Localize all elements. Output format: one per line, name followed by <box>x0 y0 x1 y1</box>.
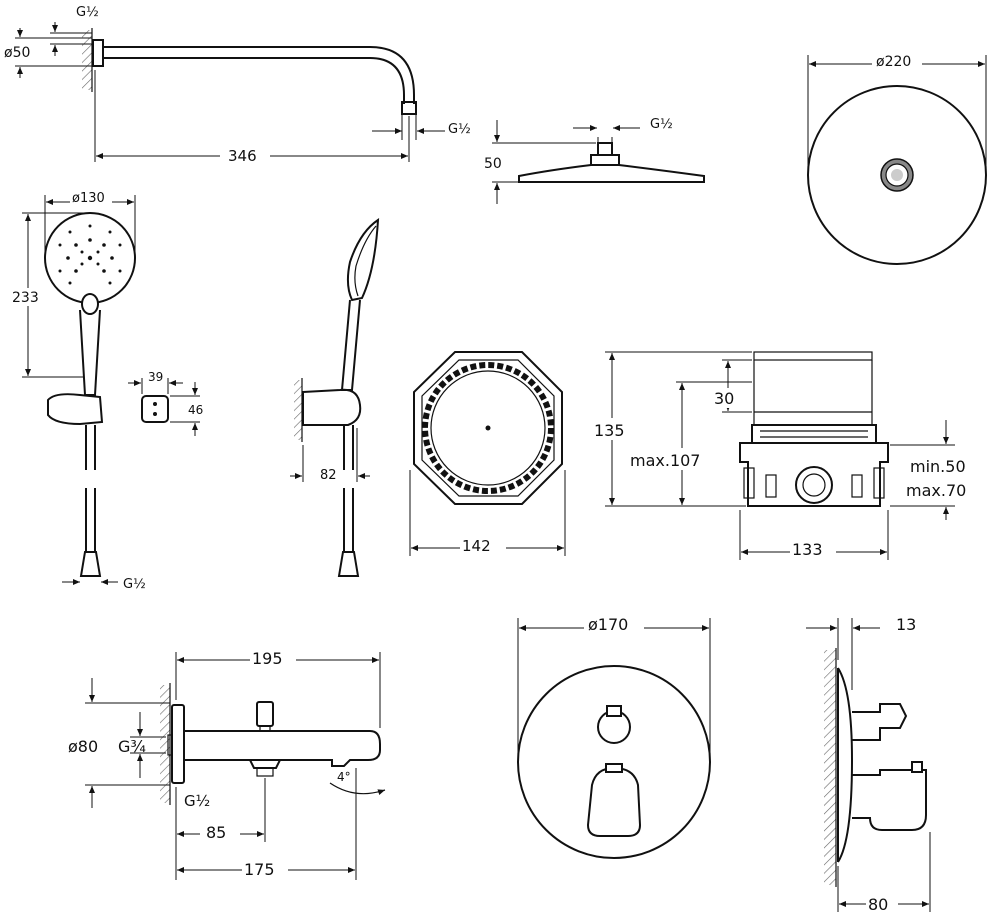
mounting-frame-drawing: 142 <box>409 351 566 556</box>
hand-shower-handle <box>79 309 101 396</box>
spout-175-label: 175 <box>244 860 275 879</box>
holder-depth-label: 82 <box>320 468 337 483</box>
bath-spout-drawing: 4° 195 ø80 G¾ G½ 85 175 <box>68 648 386 880</box>
head-thread-label: G½ <box>650 117 673 132</box>
mixer-80-label: 80 <box>868 895 888 914</box>
mounting-frame-outer <box>413 351 563 505</box>
mixer-dia-label: ø170 <box>588 615 628 634</box>
mixer-rosette <box>517 665 711 859</box>
diverter-knob <box>256 701 274 727</box>
flow-knob-side <box>852 703 908 741</box>
wall-holder-side <box>302 388 362 426</box>
hand-length-label: 233 <box>12 290 39 306</box>
head-shower-profile <box>518 164 705 183</box>
bath-spout <box>184 730 381 767</box>
arm-dia-label: ø50 <box>4 45 30 61</box>
spout-85-label: 85 <box>206 823 226 842</box>
hand-dia-label: ø130 <box>72 191 105 206</box>
spout-length-label: 195 <box>252 649 283 668</box>
spout-dia-label: ø80 <box>68 737 98 756</box>
spout-rosette <box>171 704 185 784</box>
mixer-front-drawing: ø170 <box>517 614 711 859</box>
spout-thread-label: G¾ <box>118 737 146 756</box>
mounting-frame-ring <box>422 362 554 494</box>
box-max107-label: max.107 <box>630 451 700 470</box>
mixer-13-label: 13 <box>896 615 916 634</box>
mixer-side-drawing: 13 80 <box>806 615 931 914</box>
mixer-side-rosette <box>837 667 854 863</box>
arm-length-label: 346 <box>228 147 257 165</box>
hand-shower-side-handle <box>340 299 361 391</box>
holder-block <box>141 395 169 423</box>
shower-arm-drawing: G½ ø50 G½ 346 <box>4 5 471 165</box>
holder-height-label: 46 <box>188 403 203 417</box>
installation-box-body <box>739 442 889 507</box>
spout-g12-label: G½ <box>184 792 210 810</box>
head-shower-side-drawing: G½ 50 <box>484 117 705 204</box>
shower-arm <box>103 46 415 104</box>
hose-thread-label: G½ <box>123 577 146 592</box>
holder-width-label: 39 <box>148 370 163 384</box>
hand-shower-nozzles <box>58 224 122 285</box>
side-wall-hatch <box>294 380 302 440</box>
handle-side <box>852 769 927 831</box>
hose-nut-side <box>337 551 360 577</box>
box-30-label: 30 <box>714 389 734 408</box>
box-max70-label: max.70 <box>906 481 966 500</box>
spout-wall-hatch <box>160 685 170 803</box>
mixer-wall-hatch <box>824 650 836 885</box>
wall-holder-front <box>47 393 104 426</box>
arm-thread-label: G½ <box>76 5 99 20</box>
hand-shower-side-head <box>346 218 380 302</box>
head-shower-top-drawing: ø220 <box>807 53 987 265</box>
hand-shower-drawing: ø130 233 G½ <box>10 190 146 592</box>
arm-outlet-thread-label: G½ <box>448 122 471 137</box>
head-dia-label: ø220 <box>876 54 911 70</box>
holder-front-drawing: 39 46 <box>128 370 203 436</box>
thermostat-handle <box>586 766 642 837</box>
box-center-port <box>795 466 833 504</box>
installation-box-drawing: 135 30 max.107 min.50 max.70 133 <box>592 351 966 560</box>
frame-width-label: 142 <box>462 537 491 555</box>
hose-nut-front <box>79 551 102 577</box>
box-width-label: 133 <box>792 540 823 559</box>
head-shower-face <box>807 85 987 265</box>
box-min50-label: min.50 <box>910 457 966 476</box>
arm-wall-hatch <box>82 30 92 90</box>
box-total-label: 135 <box>594 421 625 440</box>
spout-angle-label: 4° <box>337 770 351 784</box>
head-height-label: 50 <box>484 156 502 172</box>
hand-shower-side-drawing: 82 <box>290 218 380 577</box>
